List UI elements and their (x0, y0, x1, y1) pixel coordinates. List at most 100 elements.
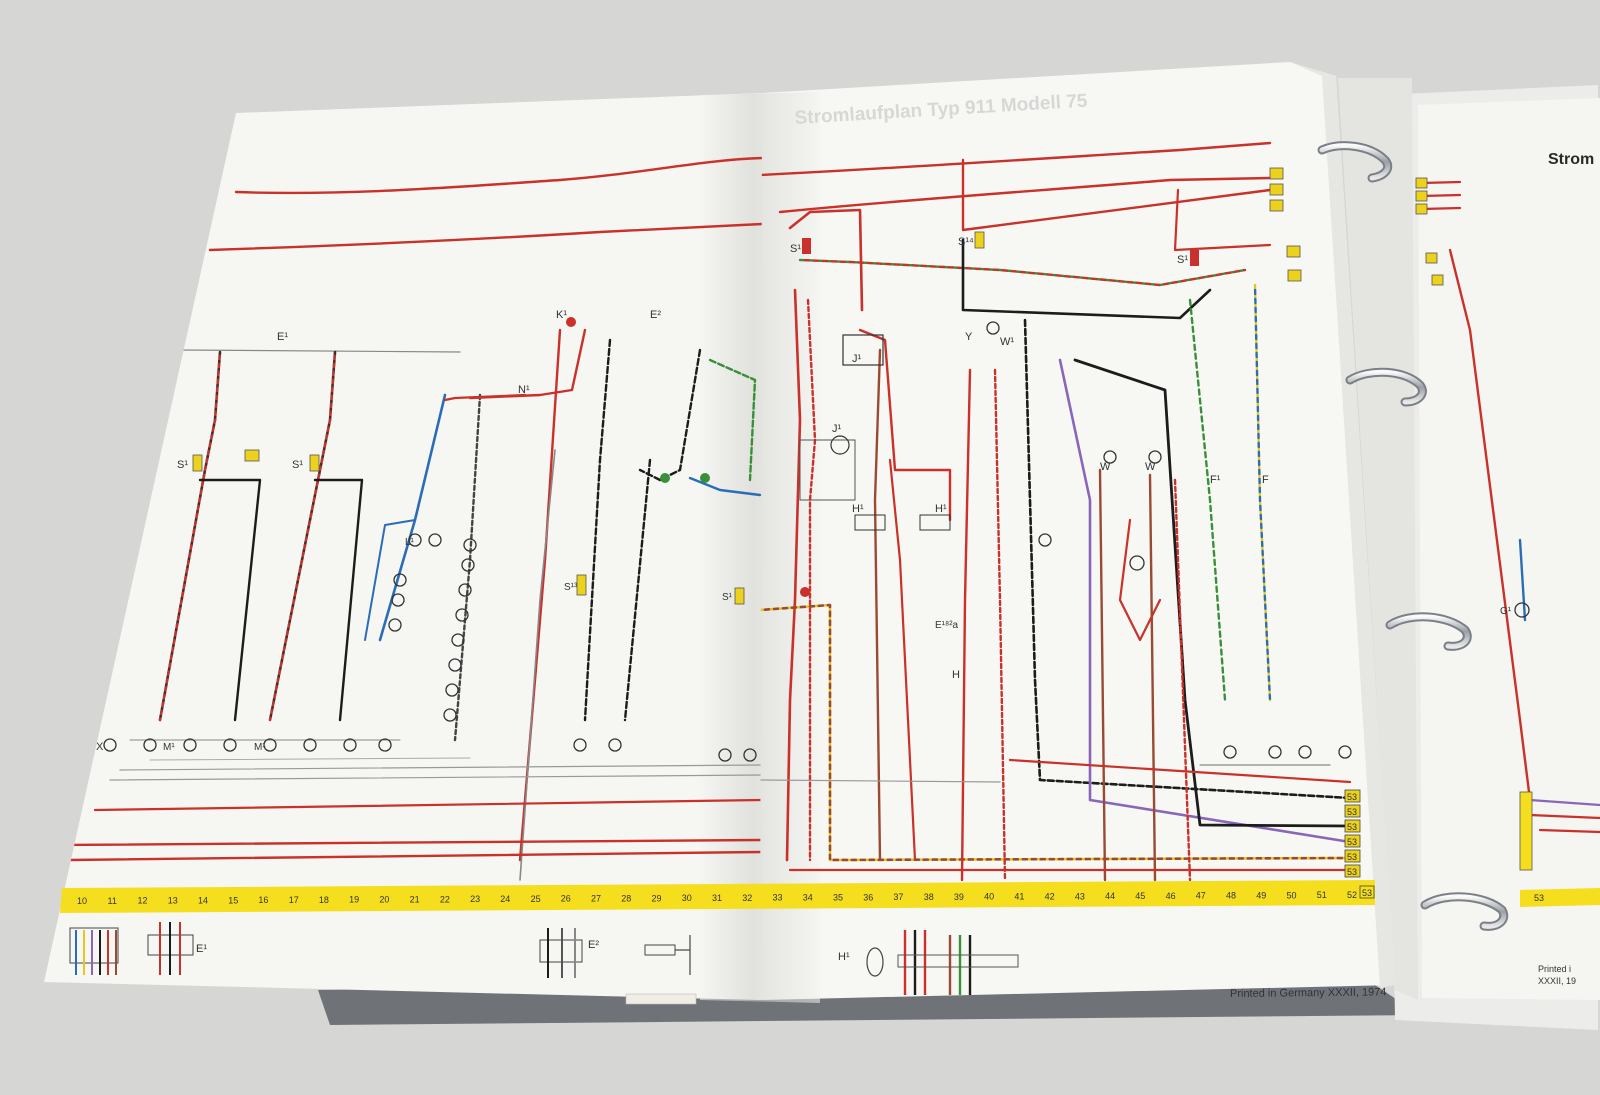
strip-number: 22 (440, 894, 450, 904)
strip-number: 31 (712, 893, 722, 903)
strip-number: 25 (531, 894, 541, 904)
label-S1: S¹ (177, 459, 188, 471)
indicator-lamp-green (660, 473, 670, 483)
strip-number: 39 (954, 892, 964, 902)
strip-number: 27 (591, 894, 601, 904)
terminal-box (1344, 804, 1361, 818)
far-right-page (1418, 98, 1600, 1000)
lamp-row-right (800, 321, 1352, 759)
binder-spine-pages (1338, 78, 1418, 1000)
label-F1: F¹ (1210, 474, 1221, 486)
label-W-b: W (1145, 461, 1156, 473)
strip-number: 43 (1075, 891, 1085, 901)
strip-number: 21 (410, 894, 420, 904)
terminal-box (1344, 819, 1361, 833)
strip-number: 14 (198, 895, 208, 905)
strip-number: 33 (772, 893, 782, 903)
binder-ring-4 (1420, 892, 1509, 931)
strip-number: 17 (289, 895, 299, 905)
strip-number: 10 (77, 896, 87, 906)
label-E18: E¹⁸²a (935, 620, 959, 631)
horns (854, 514, 951, 531)
switch-connector-E2: E² (539, 928, 599, 978)
strip-number: 51 (1317, 890, 1327, 900)
book-gutter (700, 92, 820, 1003)
label-W1: W¹ (1000, 336, 1014, 348)
binder-ring-1 (1317, 141, 1393, 183)
footer-text: Printed in Germany XXXII, 1974 (1230, 986, 1387, 1000)
label-L1: L¹ (405, 537, 415, 548)
strip-number: 34 (803, 893, 813, 903)
multi-connector-left (69, 927, 119, 975)
label-H1-b: H¹ (935, 503, 947, 515)
label-E1: E¹ (277, 331, 288, 343)
terminal-box (1344, 834, 1361, 848)
fuse-blocks-left (192, 449, 745, 605)
switch-connector-E1: E¹ (147, 922, 207, 975)
strip-number: 24 (500, 894, 510, 904)
strip-end-label: 53 (1362, 888, 1372, 898)
strip-number: 52 (1347, 890, 1357, 900)
far-right-strip (1520, 888, 1600, 907)
strip-number: 38 (924, 892, 934, 902)
label-G1: G¹ (1500, 606, 1512, 617)
binder-ring-3 (1385, 612, 1472, 651)
terminal-box-label: 53 (1347, 837, 1357, 847)
strip-number: 29 (651, 893, 661, 903)
terminal-box (1344, 864, 1361, 878)
label-H1-connector: H¹ (838, 951, 850, 963)
right-page-wiring: S¹ S¹⁴ S¹ J¹ J¹ H¹ H¹ H E¹⁸²a Y W¹ W W F… (760, 141, 1352, 882)
label-S1-right: S¹ (790, 243, 801, 255)
far-right-footer-2: XXXII, 19 (1538, 976, 1576, 986)
label-J1: J¹ (852, 353, 862, 365)
label-S-left: S¹ (722, 592, 733, 603)
warning-lamp-red (566, 317, 576, 327)
terminal-box-label: 53 (1347, 852, 1357, 862)
top-terminals (1269, 167, 1302, 282)
strip-number: 46 (1166, 891, 1176, 901)
strip-number: 42 (1045, 891, 1055, 901)
strip-number: 41 (1014, 892, 1024, 902)
far-right-page-title: Strom (1548, 151, 1594, 168)
strip-number: 32 (742, 893, 752, 903)
strip-number: 12 (137, 896, 147, 906)
strip-number: 49 (1256, 890, 1266, 900)
label-F: F (1262, 474, 1269, 486)
label-S1-far: S¹ (1177, 254, 1188, 266)
strip-number: 18 (319, 895, 329, 905)
label-E1-connector: E¹ (196, 943, 207, 955)
left-page (44, 93, 762, 1000)
terminal-box-label: 53 (1347, 822, 1357, 832)
label-K1: K¹ (556, 309, 567, 321)
strip-number: 40 (984, 892, 994, 902)
fuse-blocks-right (802, 231, 1199, 266)
lamp-row-left (103, 533, 757, 762)
strip-number: 19 (349, 895, 359, 905)
label-S14: S¹⁴ (958, 236, 974, 248)
label-J1-b: J¹ (832, 423, 842, 435)
terminal-box-label: 53 (1347, 867, 1357, 877)
page-tab (625, 993, 697, 1005)
binder-rings (1317, 141, 1509, 931)
number-strip-bar (60, 880, 1375, 913)
binder-ring-2 (1345, 367, 1427, 407)
strip-number: 28 (621, 893, 631, 903)
plug-sketch (644, 935, 691, 975)
label-E2-connector: E² (588, 939, 599, 951)
strip-number: 50 (1286, 890, 1296, 900)
strip-number: 36 (863, 892, 873, 902)
label-N1: N¹ (518, 384, 530, 396)
strip-number: 20 (379, 895, 389, 905)
far-right-page-wiring: G¹ (1415, 177, 1600, 871)
strip-end-box (1359, 885, 1375, 899)
indicator-lamp-green-2 (700, 473, 710, 483)
label-X: X (96, 741, 104, 753)
strip-number: 47 (1196, 891, 1206, 901)
label-H: H (952, 669, 960, 681)
strip-number: 30 (682, 893, 692, 903)
label-H1: H¹ (852, 503, 864, 515)
strip-number: 15 (228, 895, 238, 905)
